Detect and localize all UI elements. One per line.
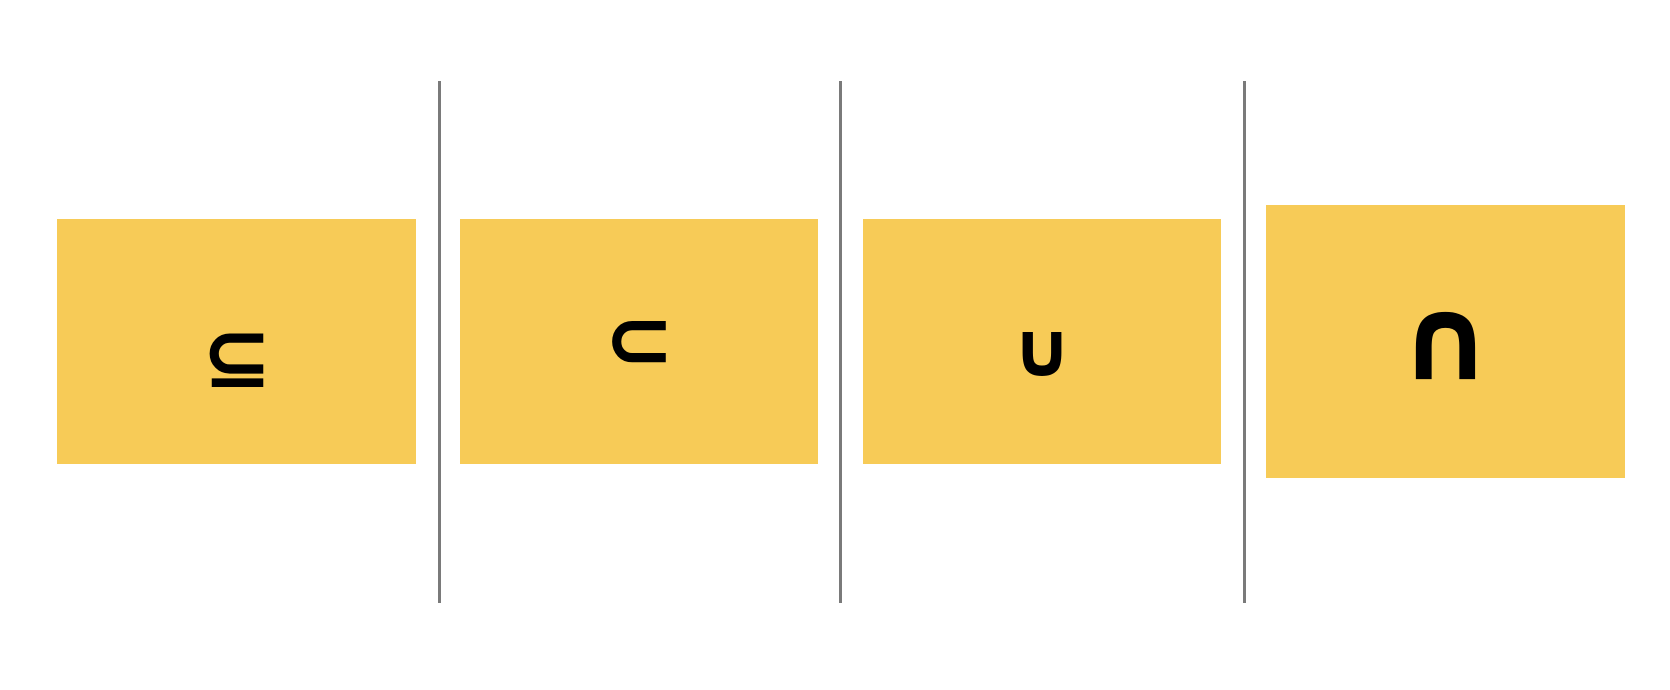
intersection-symbol: ∩ <box>1398 271 1493 407</box>
subset-tile[interactable]: ⊂ <box>460 219 818 464</box>
divider-3 <box>1243 81 1246 603</box>
union-symbol: ∪ <box>1011 304 1073 394</box>
subset-symbol: ⊂ <box>603 289 675 388</box>
intersection-tile[interactable]: ∩ <box>1266 205 1625 478</box>
subset-or-equal-tile[interactable]: ⊆ <box>57 219 416 464</box>
divider-1 <box>438 81 441 603</box>
subset-or-equal-symbol: ⊆ <box>201 308 272 407</box>
divider-2 <box>839 81 842 603</box>
union-tile[interactable]: ∪ <box>863 219 1221 464</box>
